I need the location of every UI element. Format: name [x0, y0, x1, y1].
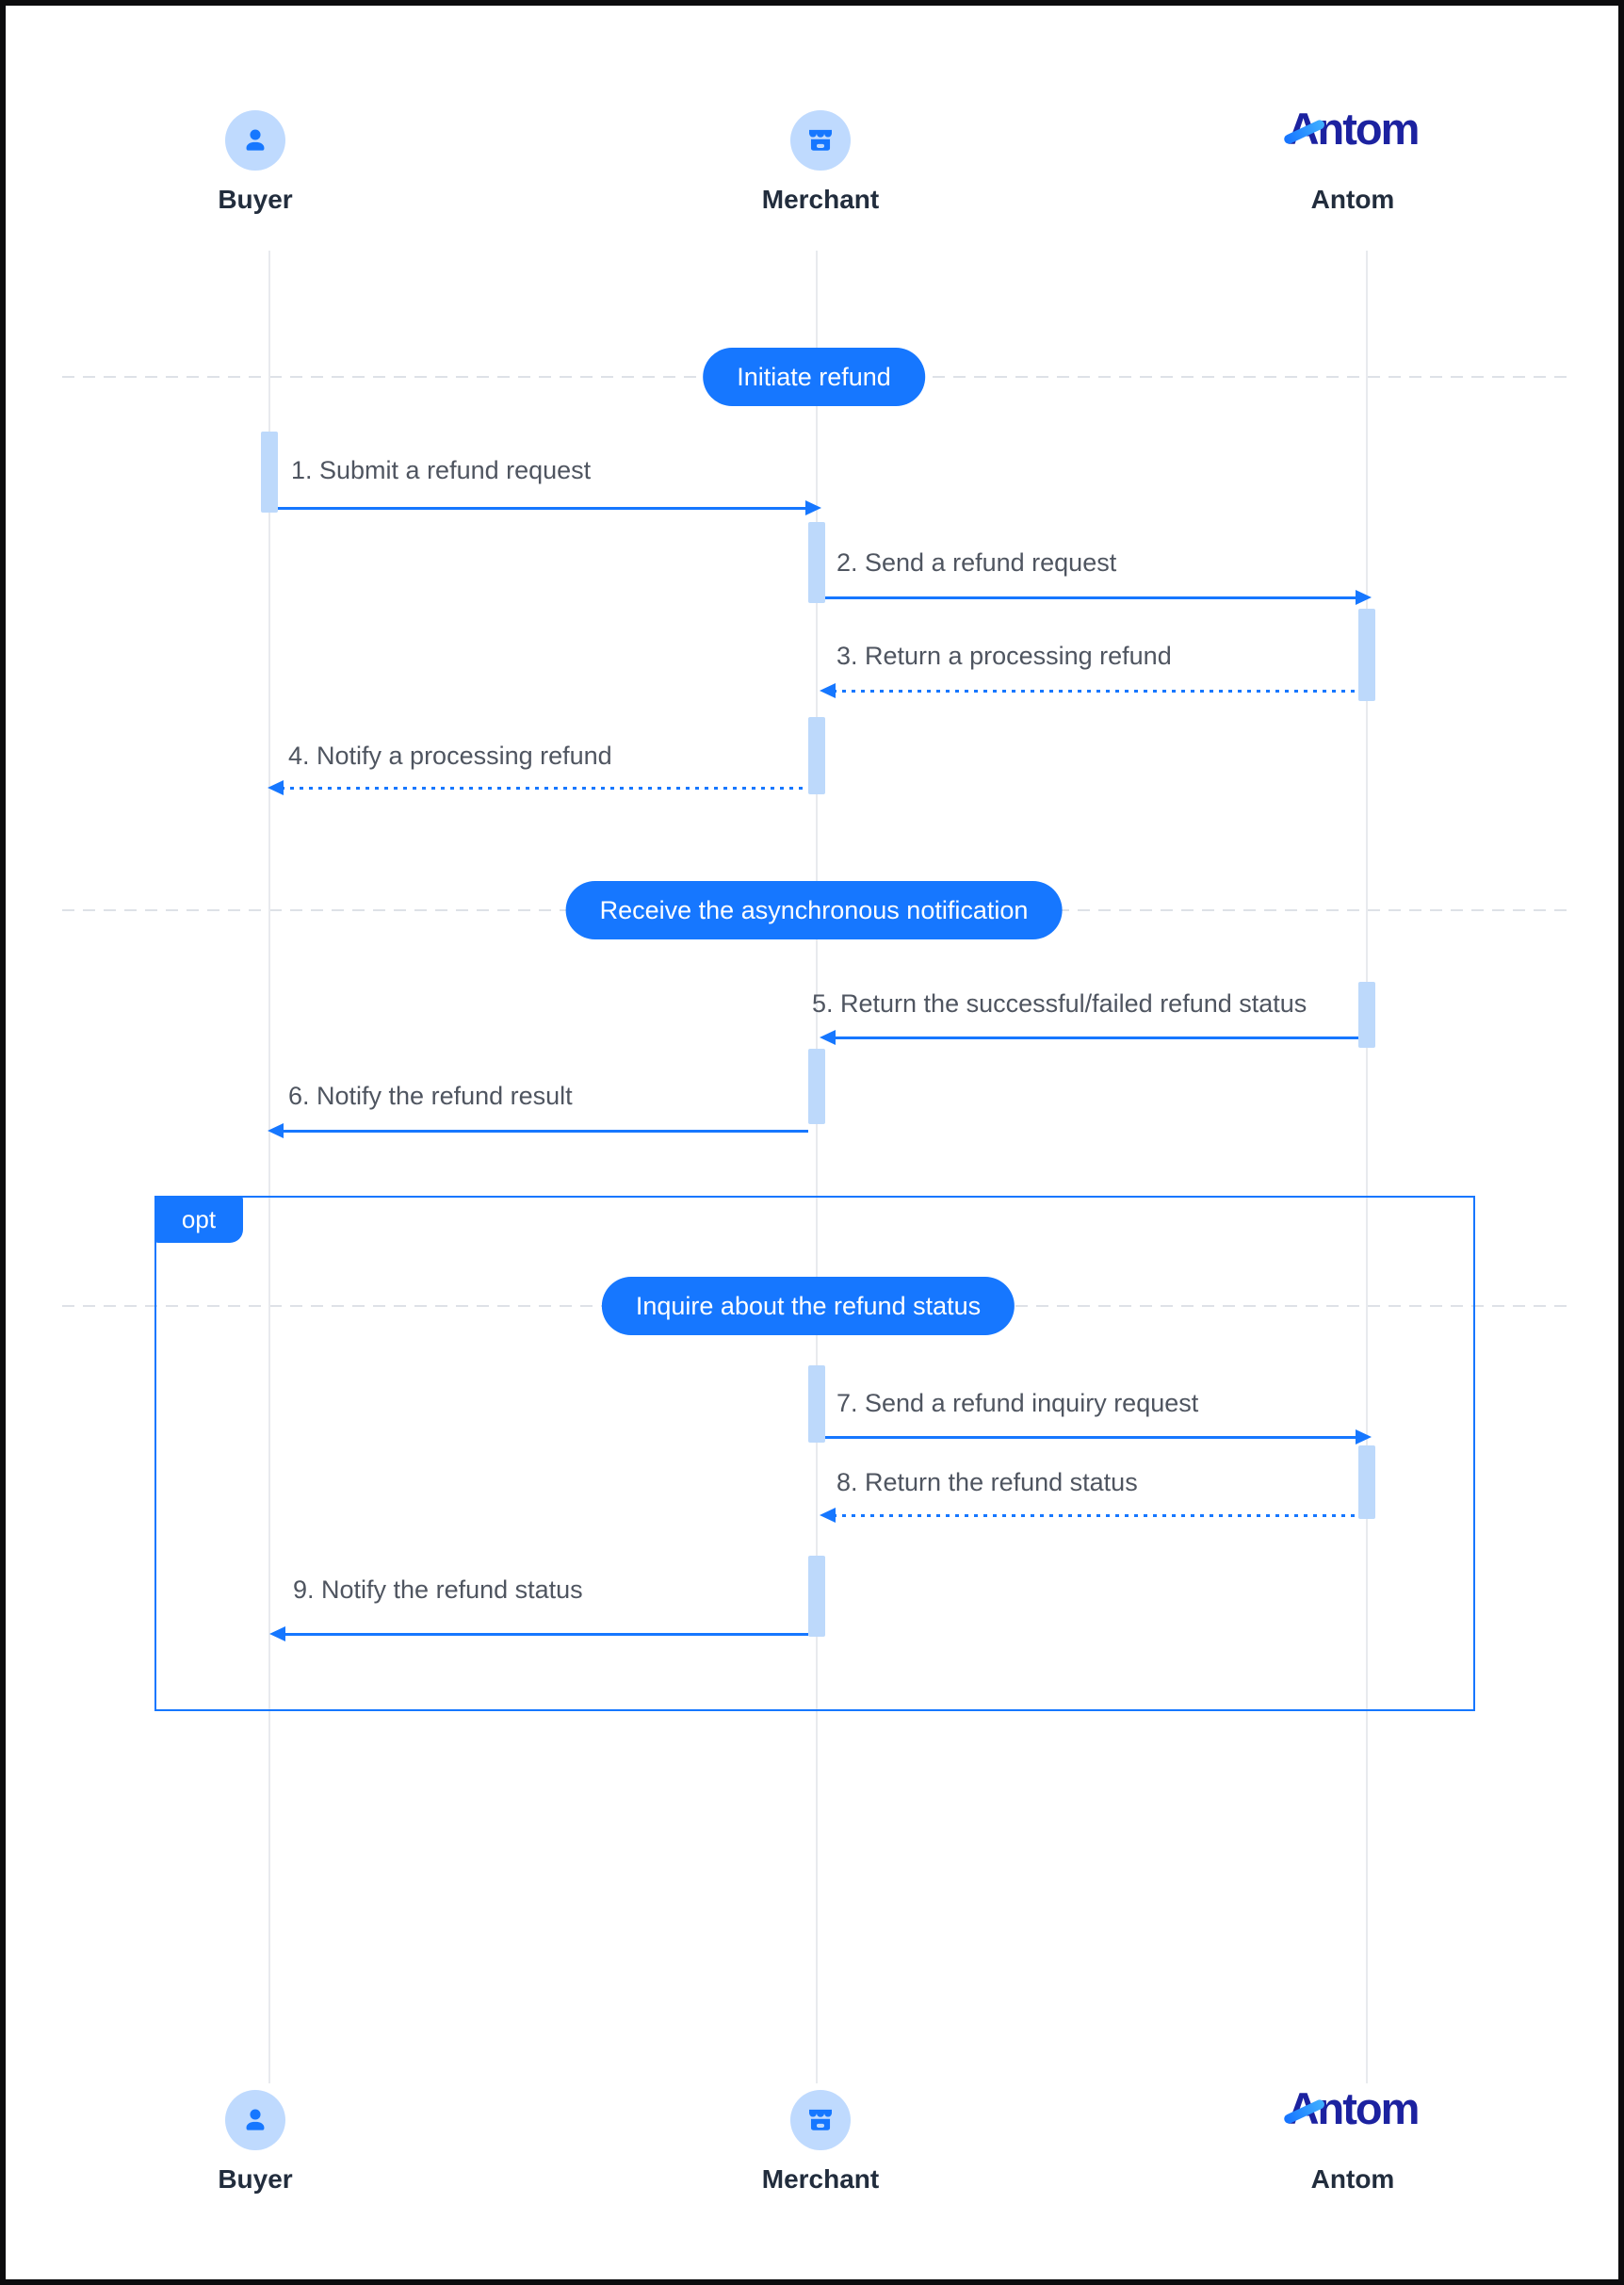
- message-arrow-head-icon: [820, 1030, 836, 1045]
- storefront-icon: [809, 2109, 832, 2130]
- activation-bar-merchant: [808, 1049, 825, 1124]
- user-icon: [246, 2109, 265, 2130]
- phase-pill: Receive the asynchronous notification: [565, 881, 1063, 939]
- message-arrow-line: [825, 596, 1358, 599]
- opt-label: opt: [154, 1196, 243, 1243]
- message-arrow-head-icon: [268, 1123, 284, 1138]
- activation-bar-antom: [1358, 1445, 1375, 1519]
- message-label: 3. Return a processing refund: [836, 642, 1172, 670]
- message-label: 1. Submit a refund request: [291, 456, 592, 484]
- actor-label: Antom: [1310, 2164, 1395, 2194]
- message-label: 9. Notify the refund status: [293, 1575, 583, 1604]
- activation-bar-merchant: [808, 522, 825, 603]
- message-arrow-line: [278, 507, 808, 510]
- actor-label: Buyer: [218, 185, 293, 214]
- merchant-avatar: [790, 110, 851, 171]
- message-arrow-line: [833, 1036, 1358, 1039]
- lifeline-buyer: [268, 251, 270, 2083]
- activation-bar-antom: [1358, 982, 1375, 1048]
- actor-label: Buyer: [218, 2164, 293, 2194]
- antom-logo: Antom: [1282, 2086, 1420, 2130]
- actor-label: Antom: [1310, 185, 1395, 214]
- message-label: 8. Return the refund status: [836, 1468, 1138, 1496]
- actor-label: Merchant: [761, 185, 880, 214]
- message-arrow-head-icon: [805, 500, 821, 515]
- message-arrow-line: [833, 690, 1358, 693]
- merchant-avatar: [790, 2090, 851, 2150]
- antom-logo: Antom: [1282, 106, 1420, 151]
- message-label: 7. Send a refund inquiry request: [836, 1389, 1199, 1417]
- message-arrow-head-icon: [1356, 590, 1372, 605]
- message-arrow-head-icon: [820, 1508, 836, 1523]
- opt-fragment: [154, 1196, 1475, 1711]
- user-icon: [246, 129, 265, 151]
- storefront-icon: [809, 129, 832, 151]
- activation-bar-antom: [1358, 609, 1375, 701]
- buyer-avatar: [225, 110, 285, 171]
- message-arrow-head-icon: [269, 1626, 285, 1641]
- message-arrow-line: [281, 1130, 808, 1133]
- message-label: 4. Notify a processing refund: [288, 742, 612, 770]
- message-label: 5. Return the successful/failed refund s…: [812, 989, 1307, 1018]
- phase-pill: Initiate refund: [703, 348, 925, 406]
- lifeline-merchant: [816, 251, 818, 2083]
- lifeline-antom: [1366, 251, 1368, 2083]
- activation-bar-merchant: [808, 1556, 825, 1637]
- activation-bar-merchant: [808, 1365, 825, 1443]
- message-label: 2. Send a refund request: [836, 548, 1117, 577]
- message-arrow-line: [281, 787, 808, 790]
- message-arrow-head-icon: [1356, 1429, 1372, 1444]
- phase-pill: Inquire about the refund status: [601, 1277, 1015, 1335]
- message-arrow-head-icon: [820, 683, 836, 698]
- actor-label: Merchant: [761, 2164, 880, 2194]
- message-arrow-line: [825, 1436, 1358, 1439]
- message-arrow-line: [283, 1633, 808, 1636]
- message-arrow-line: [833, 1514, 1358, 1517]
- message-arrow-head-icon: [268, 780, 284, 795]
- activation-bar-buyer: [261, 432, 278, 513]
- buyer-avatar: [225, 2090, 285, 2150]
- message-label: 6. Notify the refund result: [288, 1082, 573, 1110]
- activation-bar-merchant: [808, 717, 825, 794]
